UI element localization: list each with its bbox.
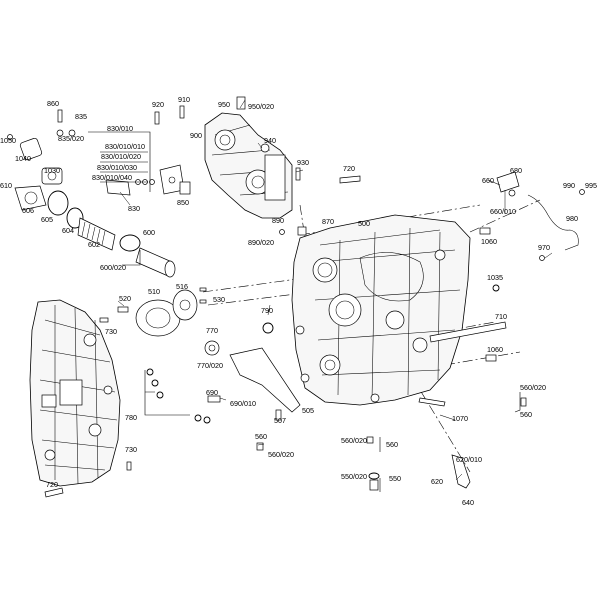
callout-600: 600 (143, 228, 155, 237)
filter-assembly (7, 129, 187, 278)
callout-930: 930 (297, 158, 309, 167)
callout-560-right: 560 (520, 410, 532, 419)
callout-720-top: 720 (343, 164, 355, 173)
front-cover (29, 299, 121, 487)
callout-995: 995 (585, 181, 597, 190)
callout-780: 780 (125, 413, 137, 422)
callout-980: 980 (566, 214, 578, 223)
main-housing (291, 214, 471, 406)
callout-950: 950 (218, 100, 230, 109)
callout-770-020: 770/020 (197, 361, 223, 370)
callout-1060-top: 1060 (481, 237, 497, 246)
callout-710: 710 (495, 312, 507, 321)
pump-cover (204, 112, 293, 219)
callout-830-010-010: 830/010/010 (105, 142, 145, 151)
callout-516: 516 (176, 282, 188, 291)
callout-560-020-b: 560/020 (268, 450, 294, 459)
callout-870: 870 (322, 217, 334, 226)
callout-500: 500 (358, 219, 370, 228)
callout-1040: 1040 (15, 154, 31, 163)
callout-690: 690 (206, 388, 218, 397)
callout-604: 604 (62, 226, 74, 235)
callout-620-010: 620/010 (456, 455, 482, 464)
callout-900: 900 (190, 131, 202, 140)
callout-940: 940 (264, 136, 276, 145)
callout-790: 790 (261, 306, 273, 315)
callout-1035: 1035 (487, 273, 503, 282)
callout-602: 602 (88, 240, 100, 249)
callout-620: 620 (431, 477, 443, 486)
callout-720-bottom: 720 (46, 480, 58, 489)
callout-890: 890 (272, 216, 284, 225)
callout-910: 910 (178, 95, 190, 104)
callout-560-020-right: 560/020 (520, 383, 546, 392)
callout-730-top: 730 (105, 327, 117, 336)
callout-1070: 1070 (452, 414, 468, 423)
callout-640: 640 (462, 498, 474, 507)
callout-606: 606 (22, 206, 34, 215)
callout-770: 770 (206, 326, 218, 335)
callout-520: 520 (119, 294, 131, 303)
callout-990: 990 (563, 181, 575, 190)
callout-labels: 860 835 835/020 920 910 950 950/020 900 … (0, 95, 597, 507)
callout-560-a: 560 (255, 432, 267, 441)
callout-835: 835 (75, 112, 87, 121)
callout-560-b: 560 (386, 440, 398, 449)
callout-610: 610 (0, 181, 12, 190)
callout-920: 920 (152, 100, 164, 109)
callout-950-020: 950/020 (248, 102, 274, 111)
callout-830: 830 (128, 204, 140, 213)
callout-510: 510 (148, 287, 160, 296)
callout-850: 850 (177, 198, 189, 207)
callout-830-010-030: 830/010/030 (97, 163, 137, 172)
callout-530: 530 (213, 295, 225, 304)
callout-680: 680 (510, 166, 522, 175)
callout-860: 860 (47, 99, 59, 108)
small-parts (44, 96, 585, 498)
callout-550: 550 (389, 474, 401, 483)
callout-830-010: 830/010 (107, 124, 133, 133)
callout-660: 660 (482, 176, 494, 185)
callout-507: 507 (274, 416, 286, 425)
callout-830-010-020: 830/010/020 (101, 152, 141, 161)
callout-560-020-a: 560/020 (341, 436, 367, 445)
callout-1060-mid: 1060 (487, 345, 503, 354)
callout-660-010: 660/010 (490, 207, 516, 216)
callout-505: 505 (302, 406, 314, 415)
callout-690-010: 690/010 (230, 399, 256, 408)
callout-835-020: 835/020 (58, 134, 84, 143)
callout-550-020: 550/020 (341, 472, 367, 481)
callout-1030: 1030 (44, 166, 60, 175)
callout-605: 605 (41, 215, 53, 224)
callout-830-010-040: 830/010/040 (92, 173, 132, 182)
callout-730-bottom: 730 (125, 445, 137, 454)
callout-600-020: 600/020 (100, 263, 126, 272)
leader-lines (88, 99, 553, 492)
callout-1050: 1050 (0, 136, 16, 145)
callout-890-020: 890/020 (248, 238, 274, 247)
callout-970: 970 (538, 243, 550, 252)
